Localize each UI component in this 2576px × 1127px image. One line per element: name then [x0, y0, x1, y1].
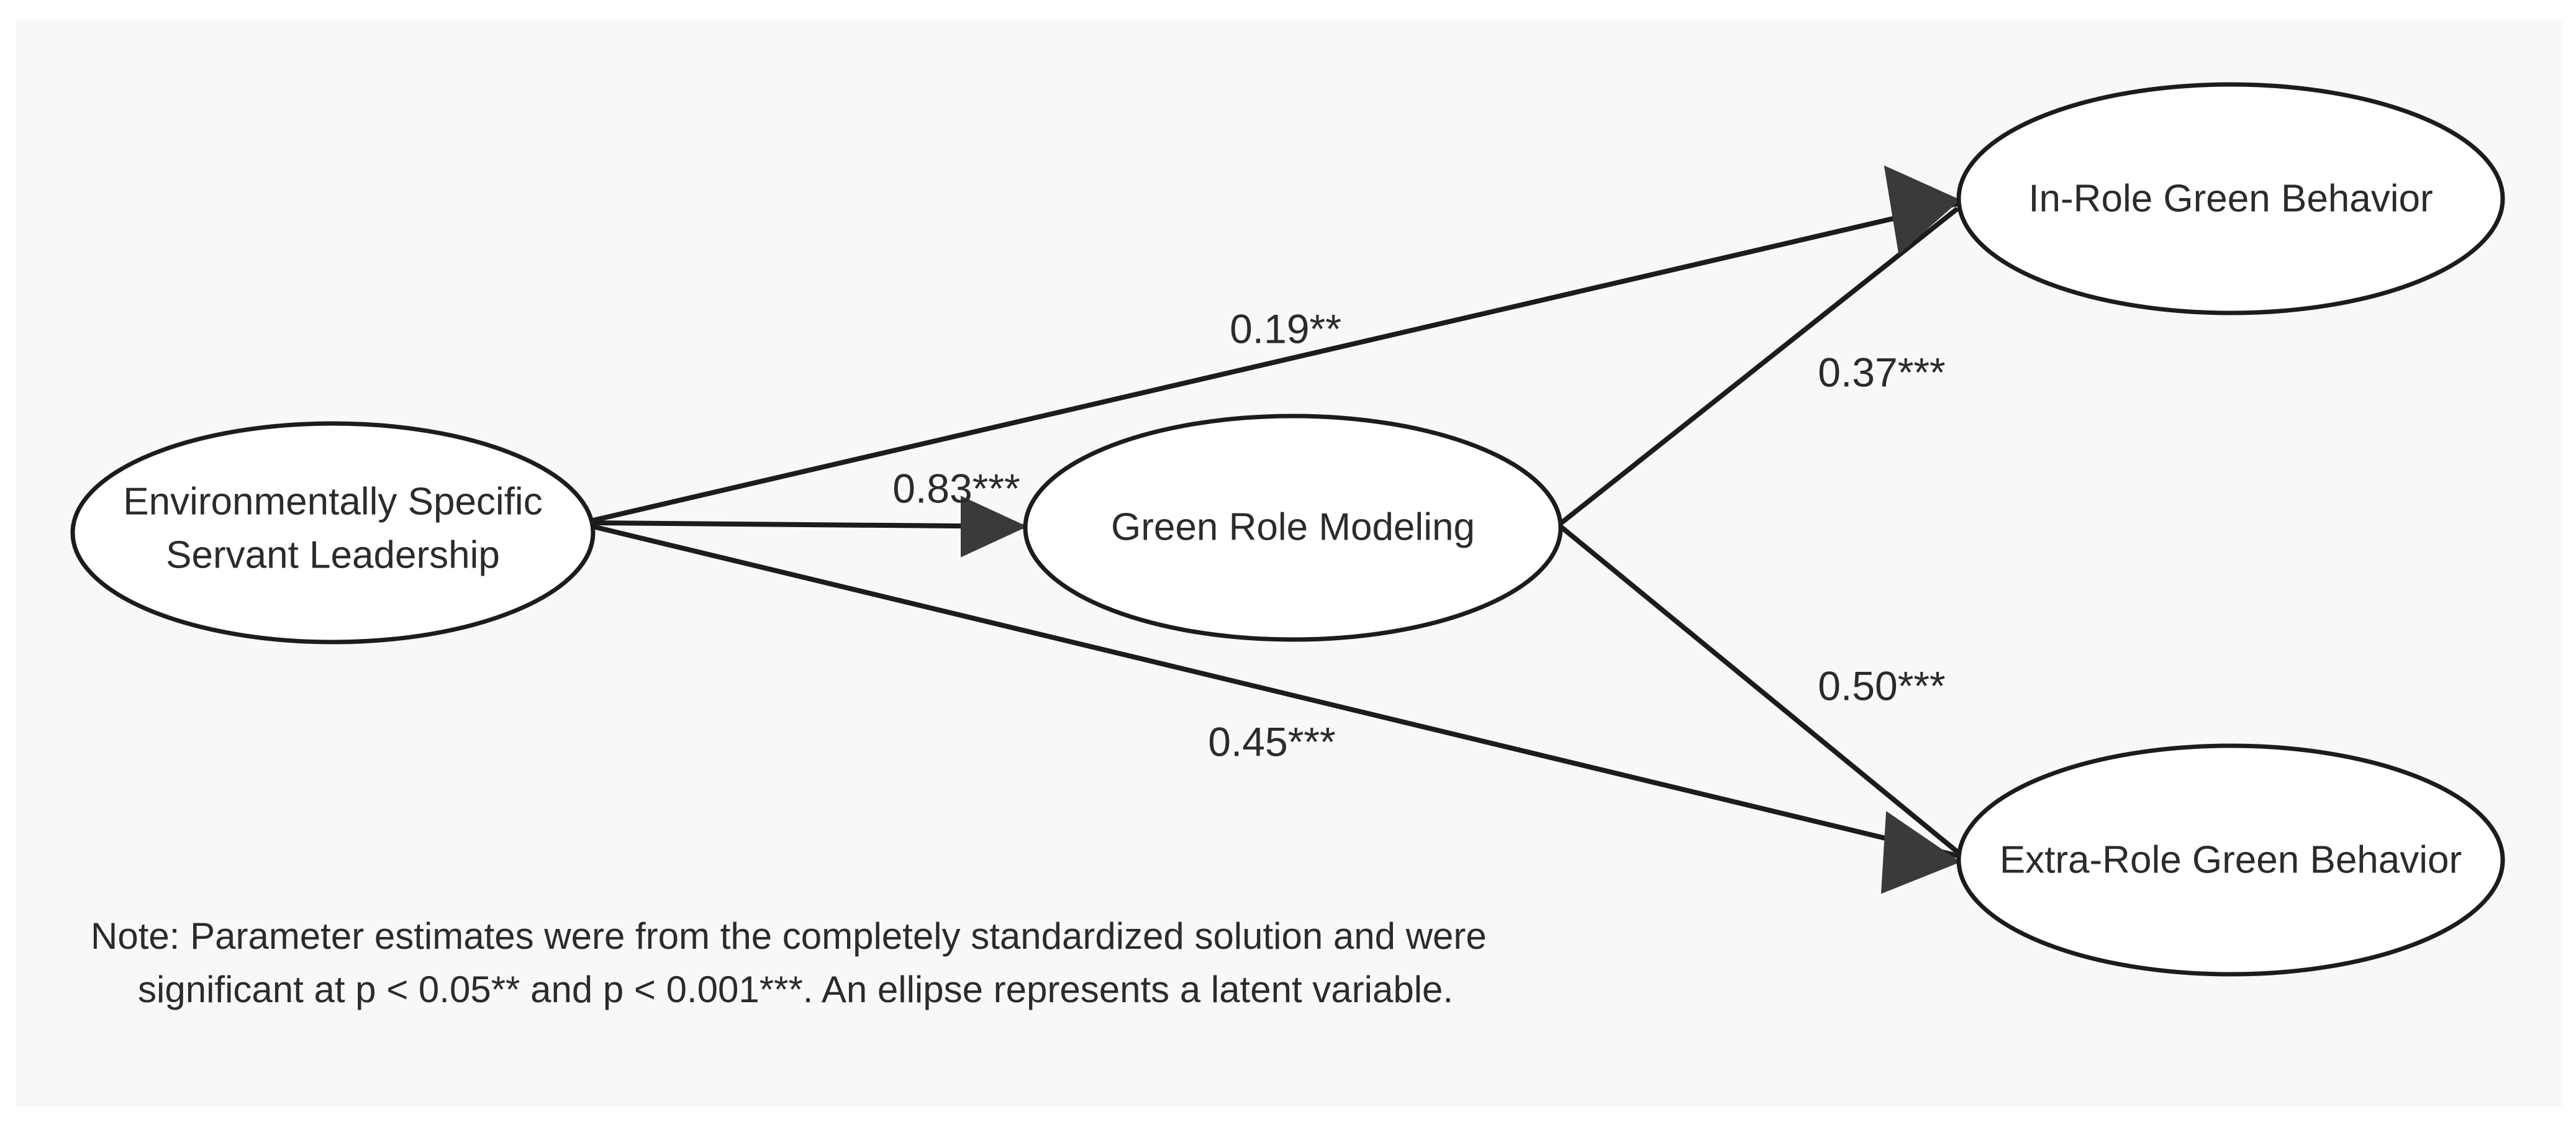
node-in-role-green-behavior[interactable]: In-Role Green Behavior [1956, 82, 2505, 315]
path-line-esl-to-extra-role [592, 524, 1958, 858]
note-line-1: Note: Parameter estimates were from the … [91, 915, 1487, 957]
arrowhead-green-role-modeling [961, 496, 1028, 558]
node-green-role-modeling[interactable]: Green Role Modeling [1023, 414, 1563, 642]
note-line-2: significant at p < 0.05** and p < 0.001*… [138, 969, 1453, 1010]
coefficient-label-green-role-modeling-to-in-role: 0.37*** [1818, 349, 1946, 395]
ellipse-extra-role [1956, 743, 2505, 977]
node-label-esl-line2: Servant Leadership [166, 533, 500, 576]
node-extra-role-green-behavior[interactable]: Extra-Role Green Behavior [1956, 743, 2505, 977]
coefficient-label-esl-to-extra-role: 0.45*** [1208, 718, 1336, 764]
node-environmentally-specific-servant-leadership[interactable]: Environmentally Specific Servant Leaders… [70, 421, 596, 645]
path-line-green-role-modeling-to-extra-role [1559, 524, 1959, 854]
ellipse-in-role [1956, 82, 2505, 315]
node-label-extra-role: Extra-Role Green Behavior [2000, 838, 2462, 881]
node-label-in-role: In-Role Green Behavior [2028, 177, 2433, 220]
coefficient-label-esl-to-green-role-modeling: 0.83*** [892, 465, 1020, 511]
arrowhead-in-role-green-behavior [1884, 165, 1961, 255]
path-line-green-role-modeling-to-in-role [1559, 206, 1959, 526]
coefficient-label-esl-to-in-role: 0.19** [1230, 306, 1341, 351]
path-line-esl-to-green-role-modeling [592, 520, 1027, 529]
node-label-esl-line1: Environmentally Specific [123, 480, 542, 523]
path-line-esl-to-in-role [592, 201, 1958, 523]
arrowhead-extra-role-green-behavior [1880, 811, 1961, 894]
coefficient-label-green-role-modeling-to-extra-role: 0.50*** [1818, 663, 1946, 708]
ellipse-esl [70, 421, 596, 645]
ellipse-grm [1023, 414, 1563, 642]
node-label-grm: Green Role Modeling [1111, 505, 1475, 548]
